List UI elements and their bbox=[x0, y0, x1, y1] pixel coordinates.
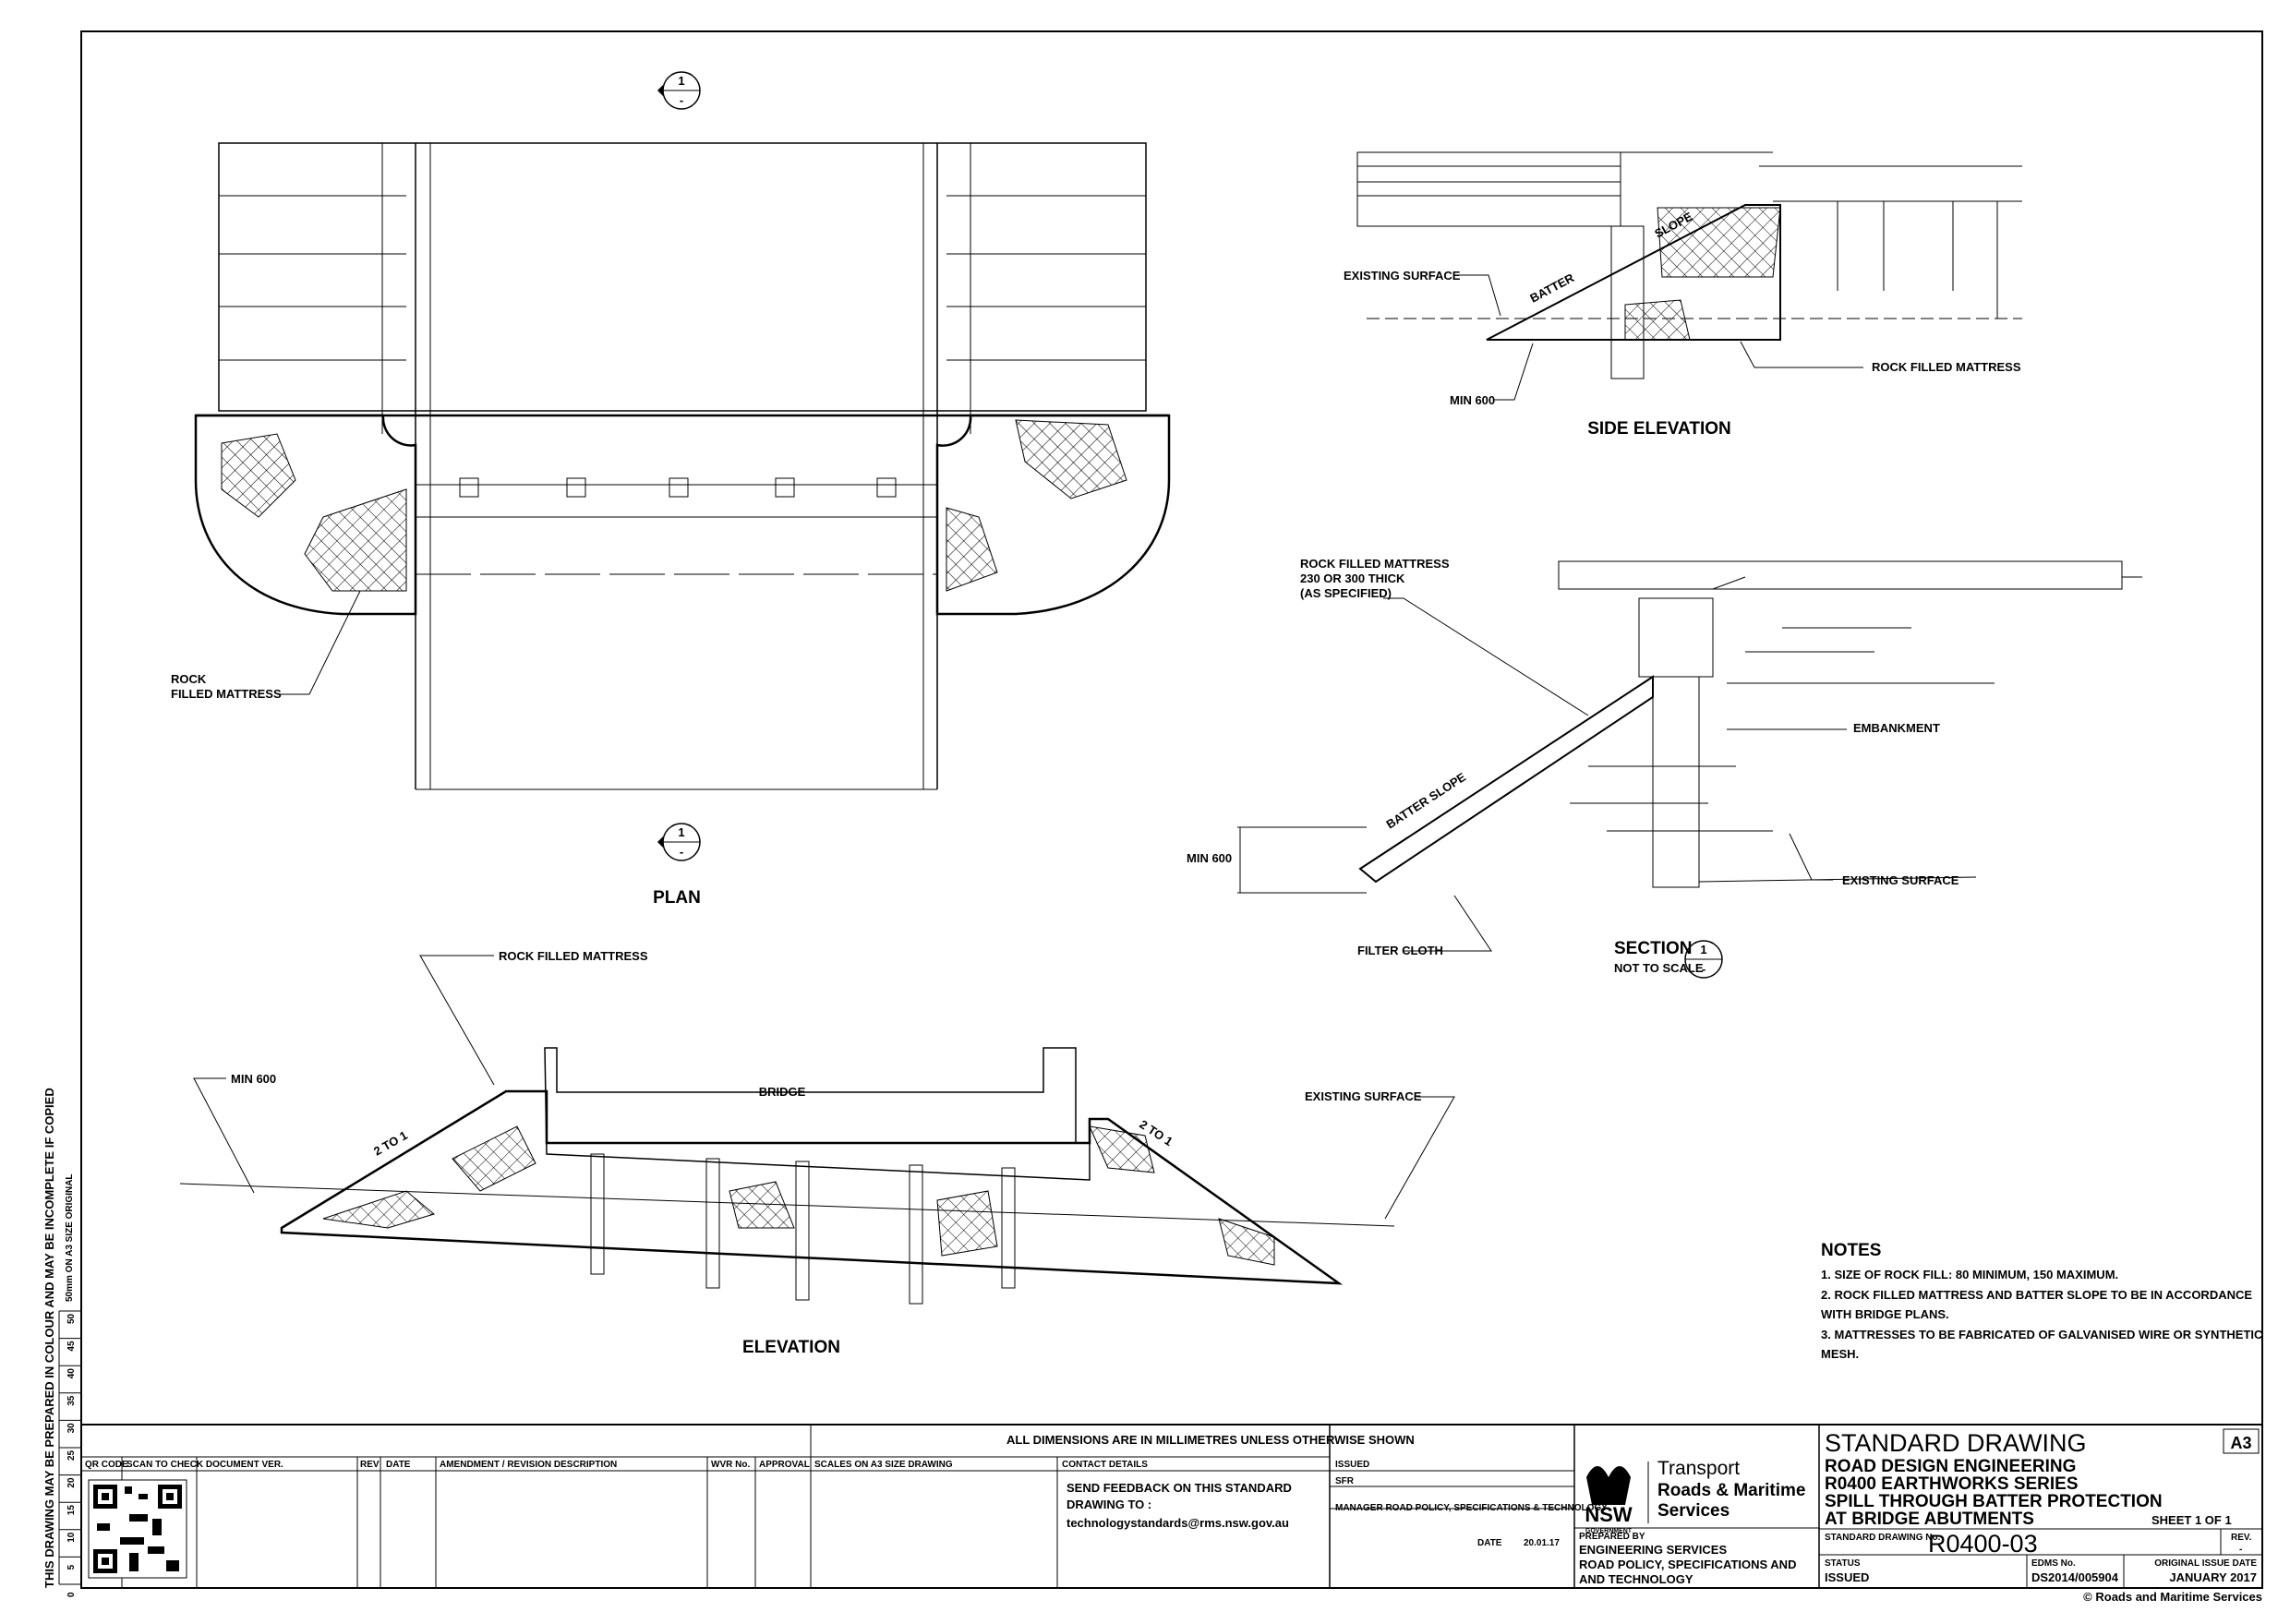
edms-label: EDMS No. bbox=[2031, 1558, 2076, 1569]
elevation-rock: ROCK FILLED MATTRESS bbox=[499, 949, 648, 963]
nsw-government: GOVERNMENT bbox=[1585, 1528, 1633, 1534]
date-col-label: DATE bbox=[386, 1460, 411, 1470]
ruler-tick-label: 15 bbox=[66, 1505, 77, 1516]
elevation-existing-surface: EXISTING SURFACE bbox=[1305, 1089, 1422, 1103]
sheet-size: A3 bbox=[2230, 1434, 2251, 1452]
rev-value: - bbox=[2239, 1545, 2242, 1555]
ruler-tick-label: 10 bbox=[66, 1532, 77, 1543]
approval-label: APPROVAL bbox=[759, 1460, 810, 1470]
amendment-label: AMENDMENT / REVISION DESCRIPTION bbox=[440, 1460, 617, 1470]
note-line-2: 2. ROCK FILLED MATTRESS AND BATTER SLOPE… bbox=[1821, 1288, 2252, 1302]
title-block: ALL DIMENSIONS ARE IN MILLIMETRES UNLESS… bbox=[81, 1424, 2262, 1604]
notes: NOTES 1. SIZE OF ROCK FILL: 80 MINIMUM, … bbox=[1821, 1241, 2263, 1361]
issue-date-value: JANUARY 2017 bbox=[2169, 1570, 2257, 1584]
copy-warning: THIS DRAWING MAY BE PREPARED IN COLOUR A… bbox=[42, 1088, 56, 1588]
side-rock: ROCK FILLED MATTRESS bbox=[1872, 360, 2021, 374]
issued-label: ISSUED bbox=[1335, 1460, 1369, 1470]
logo-transport: Transport bbox=[1657, 1458, 1740, 1479]
prepared-by-label: PREPARED BY bbox=[1579, 1532, 1645, 1542]
nsw-wordmark: NSW bbox=[1585, 1503, 1633, 1526]
ruler-tick-label: 30 bbox=[66, 1423, 77, 1434]
plan-section-number-top: 1 bbox=[678, 74, 684, 88]
title-line-3: SPILL THROUGH BATTER PROTECTION bbox=[1825, 1492, 2163, 1511]
section-title: SECTION bbox=[1614, 939, 1692, 958]
note-line-4: 3. MATTRESSES TO BE FABRICATED OF GALVAN… bbox=[1821, 1328, 2263, 1341]
logo-roads: Roads & Maritime bbox=[1657, 1481, 1805, 1500]
std-no: R0400-03 bbox=[1928, 1530, 2038, 1558]
plan-section-number-bottom: 1 bbox=[678, 825, 684, 839]
side-elevation-title: SIDE ELEVATION bbox=[1587, 419, 1731, 439]
scan-note: SCAN TO CHECK DOCUMENT VER. bbox=[127, 1460, 283, 1470]
plan-section-ref-top: - bbox=[680, 93, 683, 107]
section-existing-surface: EXISTING SURFACE bbox=[1842, 873, 1959, 887]
side-elevation-view: EXISTING SURFACE BATTER SLOPE MIN 600 RO… bbox=[1344, 151, 2022, 439]
feedback-email: technologystandards@rms.nsw.gov.au bbox=[1067, 1516, 1289, 1530]
left-margin: THIS DRAWING MAY BE PREPARED IN COLOUR A… bbox=[42, 1088, 82, 1597]
contact-label: CONTACT DETAILS bbox=[1062, 1460, 1148, 1470]
logo-services: Services bbox=[1657, 1501, 1730, 1521]
ruler-tick-label: 5 bbox=[66, 1564, 77, 1570]
wvr-label: WVR No. bbox=[711, 1460, 750, 1470]
scales-label: SCALES ON A3 SIZE DRAWING bbox=[814, 1460, 953, 1470]
sheet-border bbox=[80, 30, 2263, 1589]
ruler-tick-label: 50 bbox=[66, 1313, 77, 1324]
copyright: © Roads and Maritime Services bbox=[2083, 1590, 2262, 1604]
plan-title: PLAN bbox=[653, 888, 701, 908]
plan-section-ref-bottom: - bbox=[680, 845, 683, 859]
section-filter-cloth: FILTER CLOTH bbox=[1357, 944, 1443, 957]
ruler-tick-label: 0 bbox=[66, 1592, 77, 1597]
ruler-tick-label: 35 bbox=[66, 1395, 77, 1406]
side-existing-surface: EXISTING SURFACE bbox=[1344, 269, 1461, 283]
sheet-number: SHEET 1 OF 1 bbox=[2151, 1513, 2232, 1527]
dimensions-note: ALL DIMENSIONS ARE IN MILLIMETRES UNLESS… bbox=[1006, 1433, 1415, 1447]
qr-code bbox=[88, 1479, 187, 1579]
note-line-1: 1. SIZE OF ROCK FILL: 80 MINIMUM, 150 MA… bbox=[1821, 1268, 2118, 1281]
section-marker-ref: - bbox=[1702, 962, 1705, 976]
section-batter-slope: BATTER SLOPE bbox=[1383, 770, 1468, 832]
title-line-4: AT BRIDGE ABUTMENTS bbox=[1825, 1510, 2034, 1529]
side-batter: BATTER bbox=[1527, 271, 1576, 306]
ruler-tick-label: 40 bbox=[66, 1368, 77, 1379]
section-subtitle: NOT TO SCALE bbox=[1614, 961, 1704, 975]
scale-note: 50mm ON A3 SIZE ORIGINAL bbox=[65, 1173, 75, 1302]
std-no-label: STANDARD DRAWING No. bbox=[1825, 1533, 1941, 1543]
rev-small-label: REV. bbox=[2231, 1533, 2252, 1543]
section-view: 1 - SECTION NOT TO SCALE ROCK FILLED MAT… bbox=[1187, 557, 2142, 979]
elevation-view: ROCK FILLED MATTRESS MIN 600 BRIDGE EXIS… bbox=[179, 949, 1455, 1357]
issue-date-label: ORIGINAL ISSUE DATE bbox=[2154, 1558, 2257, 1569]
date-label: DATE bbox=[1477, 1538, 1502, 1548]
elevation-min: MIN 600 bbox=[231, 1072, 276, 1086]
sfr-label: SFR bbox=[1335, 1476, 1355, 1486]
section-embankment: EMBANKMENT bbox=[1853, 721, 1940, 735]
ruler-tick-label: 45 bbox=[66, 1341, 77, 1352]
status-label: STATUS bbox=[1825, 1558, 1861, 1569]
notes-heading: NOTES bbox=[1821, 1241, 1881, 1260]
elevation-title: ELEVATION bbox=[742, 1338, 840, 1357]
manager-label: MANAGER ROAD POLICY, SPECIFICATIONS & TE… bbox=[1335, 1503, 1608, 1513]
note-line-3: WITH BRIDGE PLANS. bbox=[1821, 1307, 1949, 1321]
rev-label: REV bbox=[360, 1460, 380, 1470]
nsw-logo: NSW GOVERNMENT bbox=[1585, 1466, 1633, 1534]
ruler-tick-label: 25 bbox=[66, 1450, 77, 1461]
status-value: ISSUED bbox=[1825, 1570, 1869, 1584]
ruler-tick-label: 20 bbox=[66, 1477, 77, 1488]
section-marker-number: 1 bbox=[1700, 943, 1706, 956]
standard-drawing-heading: STANDARD DRAWING bbox=[1825, 1429, 2087, 1457]
date-value: 20.01.17 bbox=[1524, 1538, 1560, 1548]
title-line-1: ROAD DESIGN ENGINEERING bbox=[1825, 1457, 2076, 1476]
edms-value: DS2014/005904 bbox=[2031, 1570, 2119, 1584]
qr-code-label: QR CODE bbox=[85, 1460, 128, 1470]
note-line-5: MESH. bbox=[1821, 1347, 1859, 1361]
title-line-2: R0400 EARTHWORKS SERIES bbox=[1825, 1474, 2079, 1494]
section-min: MIN 600 bbox=[1187, 851, 1232, 865]
elevation-bridge: BRIDGE bbox=[759, 1085, 806, 1099]
side-min: MIN 600 bbox=[1450, 393, 1495, 407]
